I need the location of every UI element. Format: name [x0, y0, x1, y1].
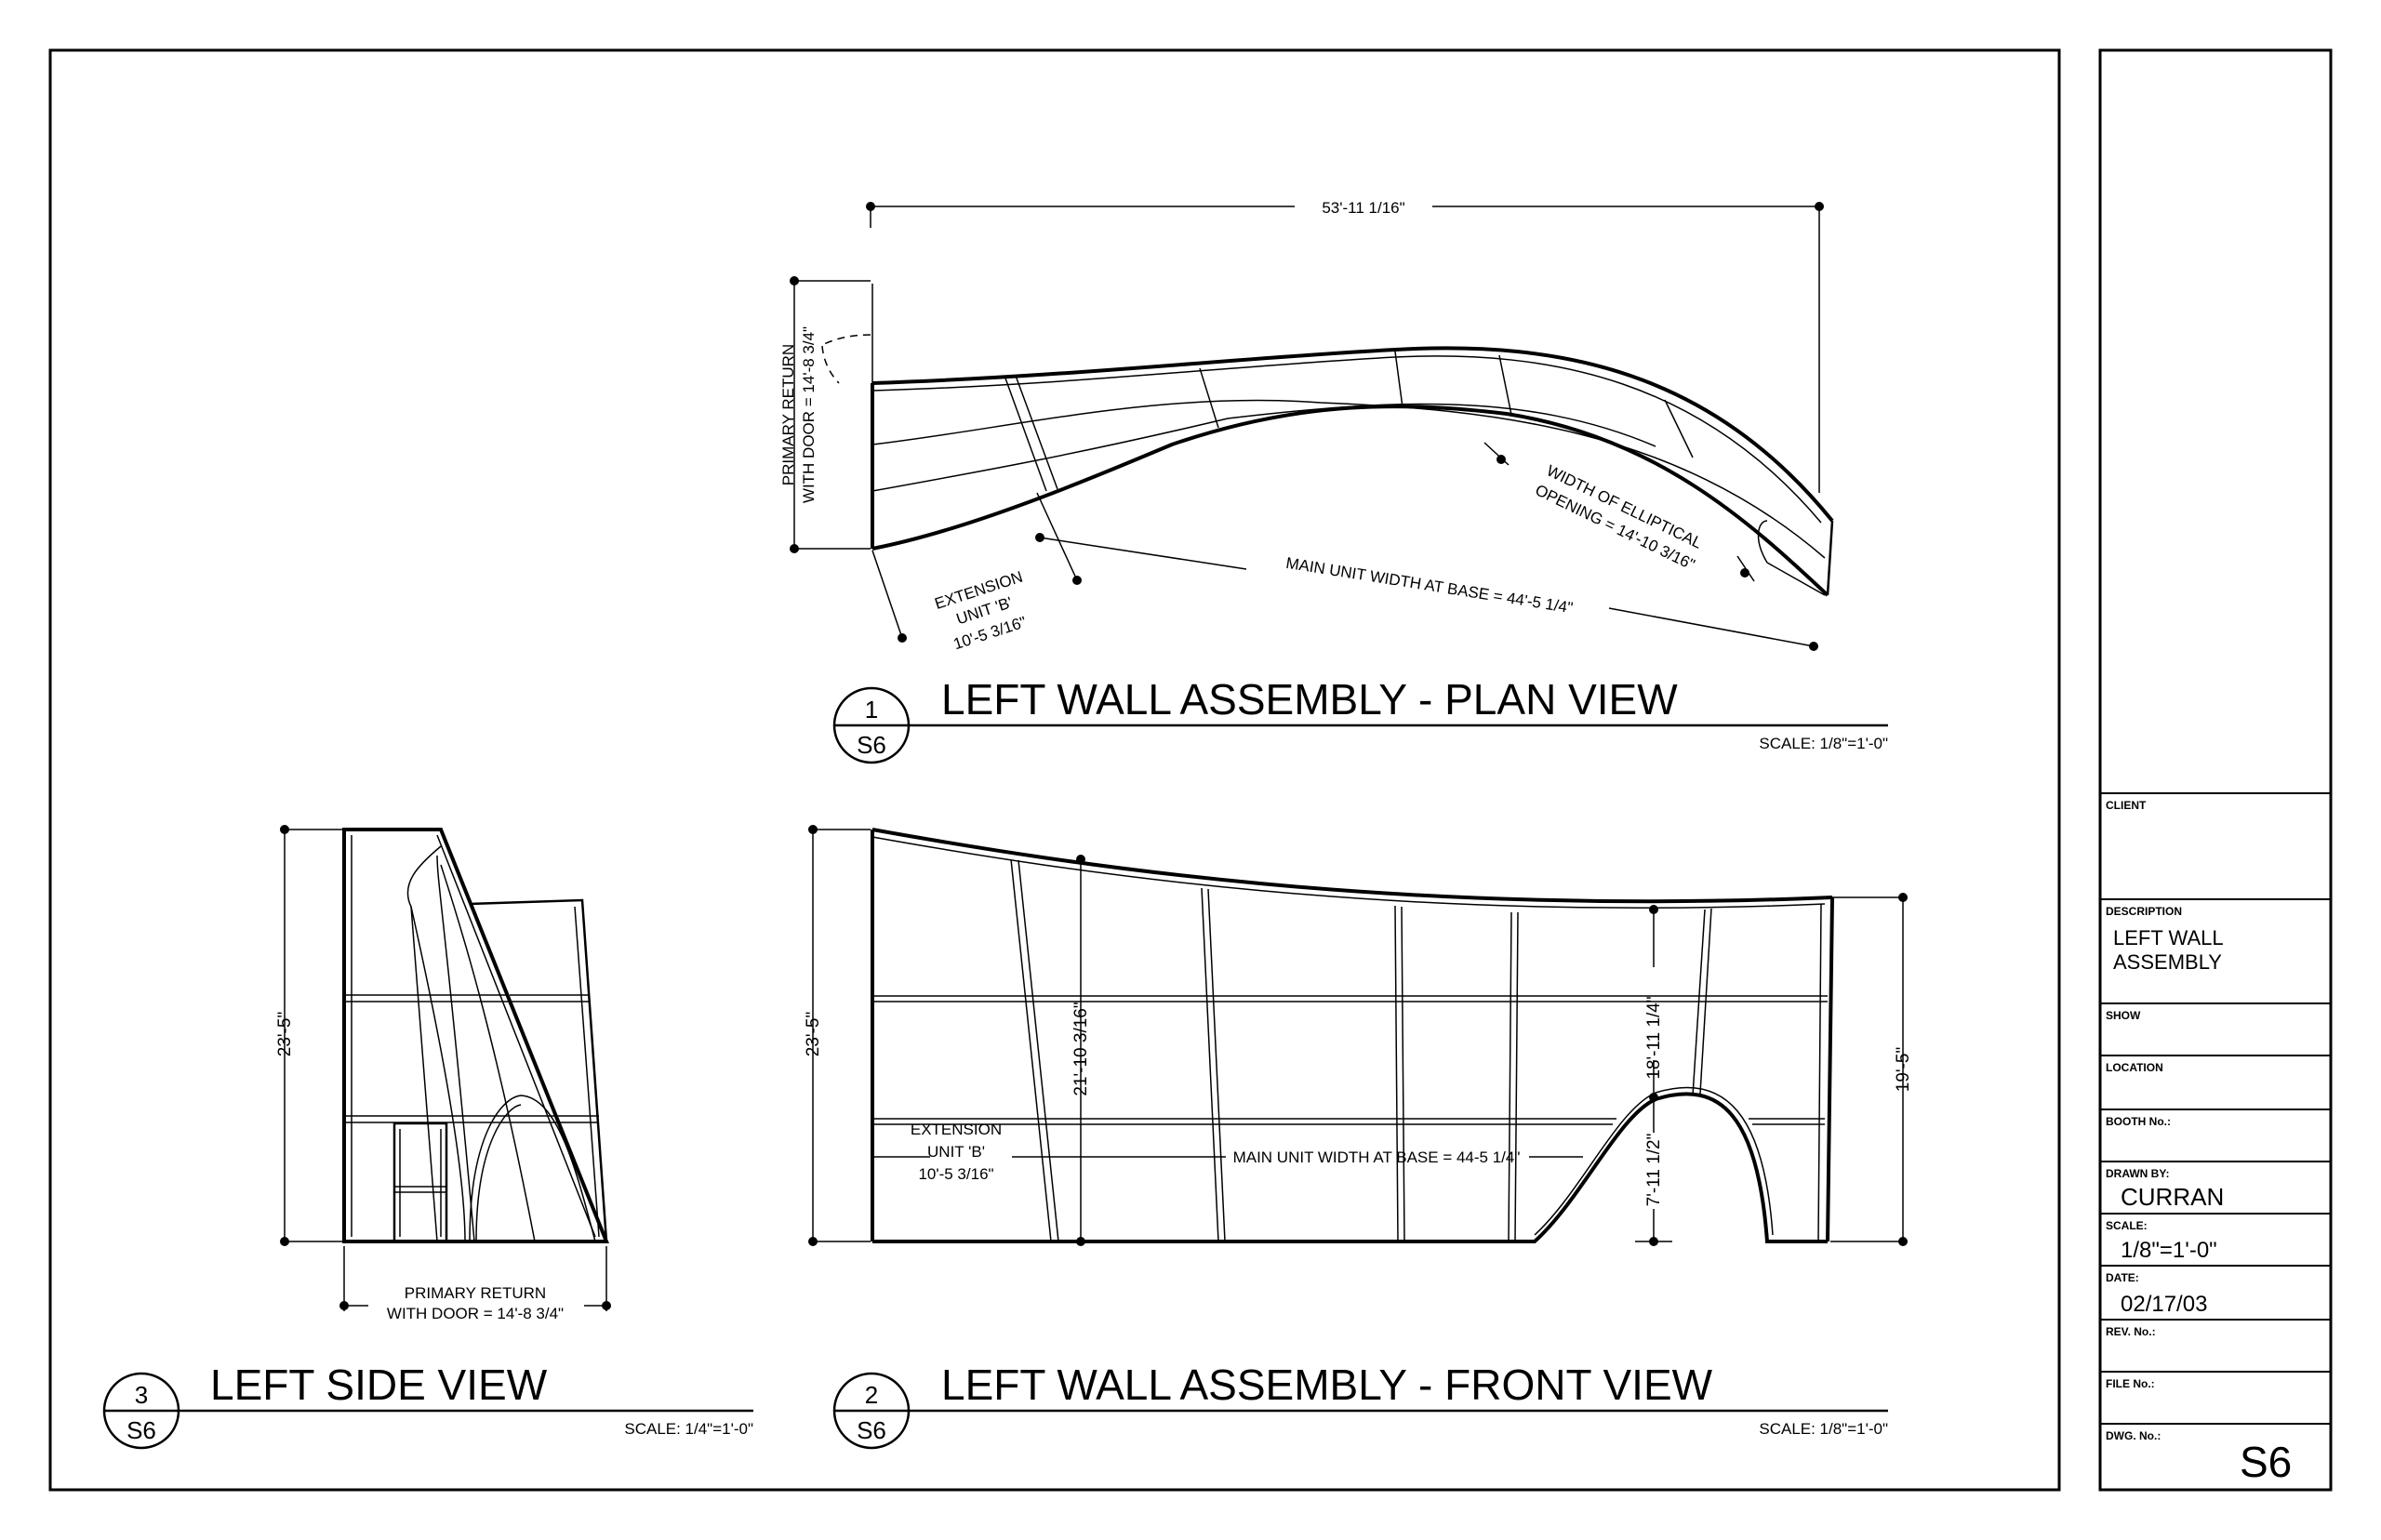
- front-arch-height-text: 7'-11 1/2": [1644, 1134, 1664, 1207]
- front-ext-text-2: UNIT 'B': [927, 1143, 985, 1161]
- scale-label: SCALE:: [2106, 1219, 2148, 1232]
- front-height-right-text: 19'-5": [1894, 1047, 1913, 1092]
- plan-view-number: 1: [865, 696, 878, 724]
- side-view-scale: SCALE: 1/4"=1'-0": [624, 1420, 753, 1438]
- file-label: FILE No.:: [2106, 1377, 2155, 1390]
- plan-extension-dimension: EXTENSION UNIT 'B' 10'-5 3/16": [871, 492, 1082, 653]
- front-view-number: 2: [865, 1381, 878, 1409]
- show-label: SHOW: [2106, 1009, 2141, 1022]
- front-ext-text-1: EXTENSION: [911, 1121, 1002, 1138]
- rev-label: REV. No.:: [2106, 1325, 2156, 1338]
- plan-return-text-1: PRIMARY RETURN: [779, 344, 797, 485]
- front-inner-height-a-text: 21'-10 3/16": [1071, 1002, 1091, 1095]
- front-view-sheet-ref: S6: [857, 1416, 886, 1444]
- plan-return-dimension: PRIMARY RETURN WITH DOOR = 14'-8 3/4": [779, 276, 871, 553]
- plan-view-title: 1 S6 LEFT WALL ASSEMBLY - PLAN VIEW SCAL…: [832, 675, 1888, 764]
- plan-view-title-text: LEFT WALL ASSEMBLY - PLAN VIEW: [941, 675, 1678, 724]
- front-height-left-text: 23'-5": [804, 1012, 823, 1056]
- front-wall-body: [871, 828, 1834, 1243]
- front-main-width-text: MAIN UNIT WIDTH AT BASE = 44-5 1/4": [1233, 1148, 1521, 1166]
- plan-elliptical-dimension: WIDTH OF ELLIPTICAL OPENING = 14'-10 3/1…: [1483, 442, 1755, 582]
- description-value-line1: LEFT WALL: [2113, 926, 2224, 949]
- plan-wall-body: [871, 346, 1834, 597]
- front-inner-height-a: 21'-10 3/16": [1071, 855, 1091, 1246]
- plan-overall-dim-text: 53'-11 1/16": [1322, 199, 1404, 217]
- front-view-scale: SCALE: 1/8"=1'-0": [1759, 1420, 1888, 1438]
- front-view: 23'-5" 19'-5": [804, 825, 1913, 1450]
- description-value-line2: ASSEMBLY: [2113, 950, 2222, 974]
- plan-view-sheet-ref: S6: [857, 731, 886, 759]
- side-view: 23'-5": [102, 825, 753, 1450]
- drawn-by-value: CURRAN: [2121, 1183, 2224, 1211]
- client-label: CLIENT: [2106, 799, 2147, 812]
- plan-view: 53'-11 1/16" PRIMARY RETURN WITH DOOR = …: [779, 199, 1888, 764]
- date-label: DATE:: [2106, 1271, 2139, 1284]
- front-width-dimensions: EXTENSION UNIT 'B' 10'-5 3/16" MAIN UNIT…: [872, 1121, 1583, 1183]
- side-width-dimension: PRIMARY RETURN WITH DOOR = 14'-8 3/4": [339, 1246, 611, 1322]
- plan-return-text-2: WITH DOOR = 14'-8 3/4": [800, 326, 818, 503]
- title-block: CLIENT DESCRIPTION LEFT WALL ASSEMBLY SH…: [2100, 792, 2331, 1486]
- front-inner-height-b: 18'-11 1/4" 7'-11 1/2": [1635, 905, 1672, 1246]
- side-wall-body: [342, 828, 609, 1243]
- side-return-text-2: WITH DOOR = 14'-8 3/4": [387, 1305, 564, 1322]
- front-right-height-dimension: 19'-5": [1830, 893, 1913, 1246]
- side-view-number: 3: [135, 1381, 148, 1409]
- date-value: 02/17/03: [2121, 1292, 2207, 1317]
- scale-value: 1/8"=1'-0": [2121, 1238, 2217, 1263]
- side-view-title: 3 S6 LEFT SIDE VIEW SCALE: 1/4"=1'-0": [102, 1361, 753, 1450]
- plan-main-width-text: MAIN UNIT WIDTH AT BASE = 44'-5 1/4": [1284, 554, 1574, 617]
- side-return-text-1: PRIMARY RETURN: [405, 1284, 546, 1302]
- plan-view-scale: SCALE: 1/8"=1'-0": [1759, 735, 1888, 752]
- front-ext-text-3: 10'-5 3/16": [918, 1165, 993, 1183]
- drawing-border: [48, 48, 2061, 1492]
- plan-main-width-dimension: MAIN UNIT WIDTH AT BASE = 44'-5 1/4": [1035, 533, 1818, 651]
- drawn-by-label: DRAWN BY:: [2106, 1167, 2169, 1180]
- dwg-value: S6: [2240, 1438, 2292, 1486]
- front-inner-height-b-text: 18'-11 1/4": [1644, 996, 1664, 1079]
- title-block-border: [2098, 48, 2333, 1492]
- side-height-dimension: 23'-5": [275, 825, 342, 1246]
- location-label: LOCATION: [2106, 1061, 2163, 1074]
- front-view-title: 2 S6 LEFT WALL ASSEMBLY - FRONT VIEW SCA…: [832, 1361, 1888, 1450]
- dwg-label: DWG. No.:: [2106, 1429, 2161, 1442]
- front-view-title-text: LEFT WALL ASSEMBLY - FRONT VIEW: [941, 1361, 1713, 1409]
- side-view-title-text: LEFT SIDE VIEW: [210, 1361, 548, 1409]
- side-view-sheet-ref: S6: [126, 1416, 156, 1444]
- description-label: DESCRIPTION: [2106, 905, 2182, 918]
- side-height-text: 23'-5": [275, 1012, 295, 1056]
- booth-label: BOOTH No.:: [2106, 1115, 2171, 1128]
- front-left-height-dimension: 23'-5": [804, 825, 871, 1246]
- plan-overall-dimension: 53'-11 1/16": [866, 199, 1824, 493]
